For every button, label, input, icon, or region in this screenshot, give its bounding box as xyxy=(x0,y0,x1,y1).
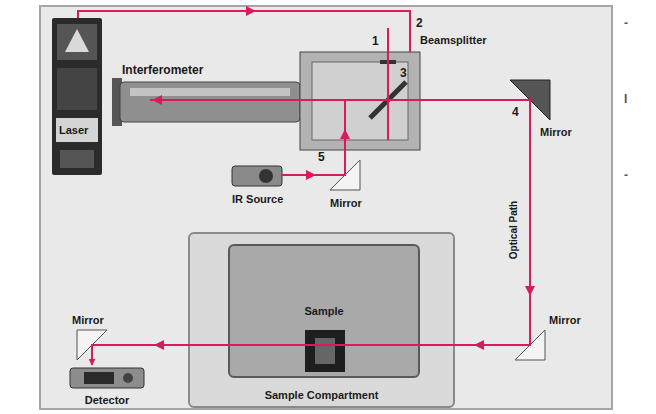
laser-label-patch xyxy=(56,118,98,142)
margin-mark: - xyxy=(624,168,628,182)
beamsplitter-housing xyxy=(312,62,408,140)
callout-number: 4 xyxy=(512,105,519,119)
part-label: Laser xyxy=(59,123,88,137)
beamsplitter-plate xyxy=(370,82,406,118)
mirror-symbol xyxy=(515,330,545,360)
instrument-panel xyxy=(40,6,612,409)
part-label: Mirror xyxy=(72,313,104,327)
interferometer-highlight xyxy=(130,88,290,96)
beam-arrowhead xyxy=(306,170,316,180)
detector-symbol xyxy=(62,366,152,390)
ir-source-symbol xyxy=(232,166,282,186)
beam-arrowhead xyxy=(474,340,484,350)
mirror-symbol xyxy=(77,330,107,360)
path-label: Optical Path xyxy=(507,201,521,259)
part-label: Interferometer xyxy=(122,63,203,77)
ir-beam xyxy=(150,100,530,345)
detector-knob xyxy=(123,373,133,383)
ir-beam xyxy=(282,100,345,175)
beam-arrowhead xyxy=(154,340,164,350)
laser-plate xyxy=(57,24,97,60)
compartment-box: SampleSample Compartment xyxy=(188,232,455,408)
beam-arrowhead xyxy=(340,129,350,139)
ir-source-lamp xyxy=(259,169,273,183)
laser-warning-symbol xyxy=(65,29,89,52)
sample-window xyxy=(315,338,335,364)
beam-connector xyxy=(92,345,228,365)
node-label: Detector xyxy=(85,393,130,407)
laser-beam xyxy=(78,11,410,52)
part-label: IR Source xyxy=(232,192,283,206)
detector-box: Detector xyxy=(62,366,152,408)
node-label: Sample xyxy=(304,304,343,318)
callout-number: 1 xyxy=(372,34,379,48)
node-label: Sample Compartment xyxy=(265,388,379,402)
detector-window xyxy=(84,372,114,384)
sample-panel: Sample xyxy=(228,244,420,378)
beam-arrowhead xyxy=(246,6,256,16)
interferometer-beam xyxy=(387,28,389,140)
margin-mark: - xyxy=(624,16,628,30)
part-label: Beamsplitter xyxy=(420,33,487,47)
laser-body xyxy=(52,18,102,175)
moving-mirror xyxy=(380,60,396,64)
callout-number: 2 xyxy=(416,16,423,30)
mirror-symbol xyxy=(510,80,550,120)
mirror-symbol xyxy=(330,160,360,190)
callout-number: 5 xyxy=(318,150,325,164)
interferometer-body xyxy=(120,82,300,122)
callout-number: 3 xyxy=(400,66,407,80)
beam-arrowhead xyxy=(152,95,162,105)
beam-arrowhead xyxy=(525,286,535,296)
part-label: Mirror xyxy=(330,196,362,210)
sample-holder xyxy=(305,330,345,372)
laser-plate xyxy=(60,150,94,168)
part-label: Mirror xyxy=(549,313,581,327)
laser-plate xyxy=(57,68,97,110)
beamsplitter-housing xyxy=(300,52,420,150)
margin-mark: I xyxy=(624,92,627,106)
detector-body xyxy=(70,368,144,388)
part-label: Mirror xyxy=(540,125,572,139)
